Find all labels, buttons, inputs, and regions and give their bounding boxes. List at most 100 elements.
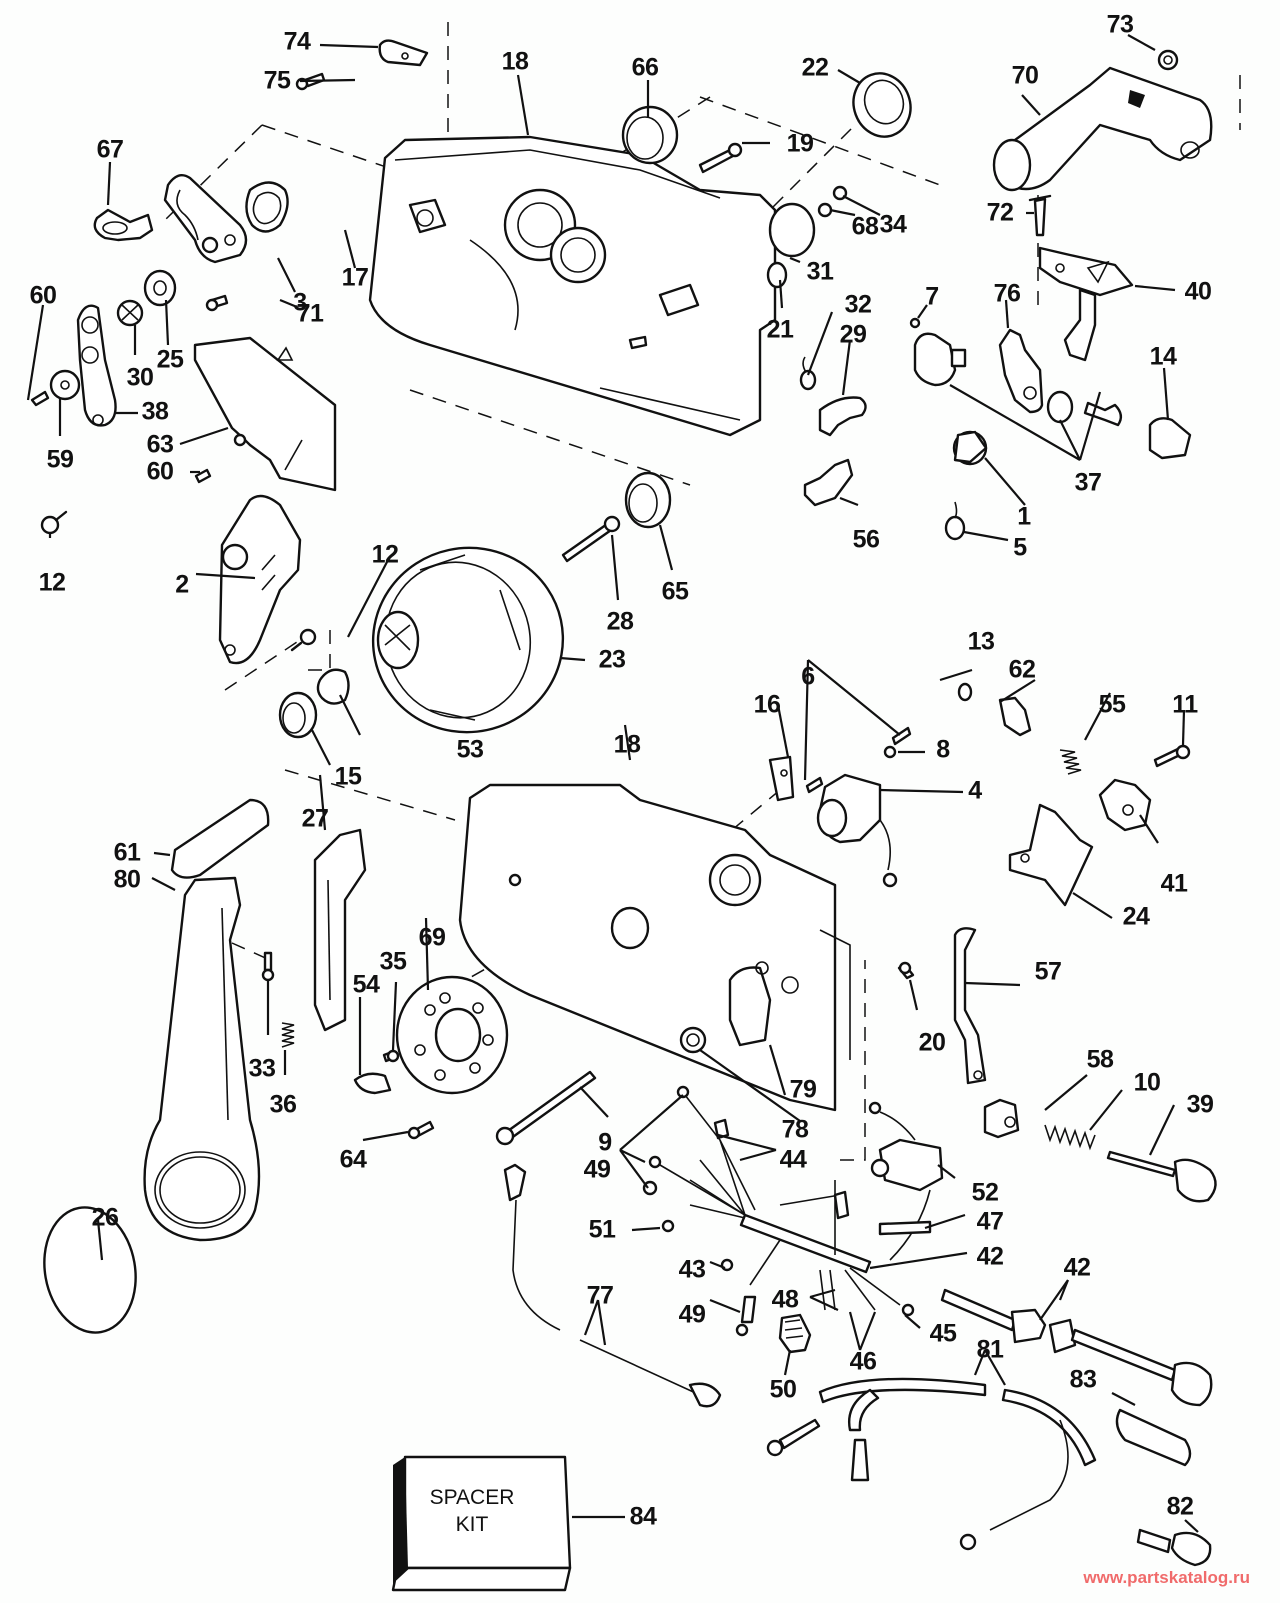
- callout-64: 64: [339, 1145, 367, 1174]
- part-40-lock-lever: [1038, 246, 1134, 362]
- callout-68: 68: [851, 212, 879, 241]
- part-55-spring: [1059, 749, 1082, 775]
- part-73-nut: [1157, 49, 1179, 71]
- part-64-screw: [407, 1120, 435, 1140]
- callout-83: 83: [1069, 1365, 1097, 1394]
- callout-12-mid: 12: [371, 540, 399, 569]
- callout-8: 8: [936, 735, 950, 764]
- part-52-switch: [868, 1101, 944, 1261]
- callout-17: 17: [341, 263, 369, 292]
- part-36-spring: [281, 1022, 295, 1048]
- callout-24: 24: [1122, 902, 1150, 931]
- part-70-arm: [992, 66, 1213, 192]
- part-62-slide: [998, 696, 1032, 737]
- callout-43: 43: [678, 1255, 706, 1284]
- part-26-cover-lens: [43, 1206, 137, 1334]
- part-77-lanyard: [503, 1163, 722, 1408]
- callout-50: 50: [769, 1375, 797, 1404]
- callout-19: 19: [786, 129, 814, 158]
- part-25-washer: [143, 269, 177, 307]
- part-28-shoulder-screw: [561, 515, 621, 563]
- callout-78: 78: [781, 1115, 809, 1144]
- callout-79: 79: [789, 1075, 817, 1104]
- part-19-screw: [698, 142, 743, 174]
- callout-56: 56: [852, 525, 880, 554]
- part-78-nut: [679, 1026, 707, 1054]
- callout-4: 4: [968, 776, 982, 805]
- part-60-screw-b: [194, 468, 212, 484]
- callout-18-top: 18: [501, 47, 529, 76]
- part-72-screw: [1028, 194, 1052, 237]
- part-39-plunger: [1106, 1150, 1217, 1203]
- callout-38: 38: [141, 397, 169, 426]
- callout-71: 71: [296, 299, 324, 328]
- part-69-detent-plate: [395, 975, 509, 1095]
- part-76-bracket: [998, 328, 1044, 414]
- callout-47: 47: [976, 1207, 1004, 1236]
- callout-67: 67: [96, 135, 124, 164]
- spacer-kit-line1: SPACER: [429, 1486, 515, 1510]
- callout-7: 7: [925, 282, 939, 311]
- callout-44: 44: [779, 1145, 807, 1174]
- callout-42-harness: 42: [976, 1242, 1004, 1271]
- callout-33: 33: [248, 1054, 276, 1083]
- part-83-sleeve: [1115, 1408, 1192, 1467]
- callout-60-top: 60: [29, 281, 57, 310]
- part-14-knob: [1148, 417, 1192, 460]
- part-22-seal: [852, 72, 912, 138]
- part-31-disc: [768, 202, 816, 258]
- part-41-switch: [1098, 778, 1152, 832]
- callout-25: 25: [156, 345, 184, 374]
- callout-57: 57: [1034, 957, 1062, 986]
- callout-27: 27: [301, 804, 329, 833]
- part-56-detent: [803, 458, 854, 507]
- callout-61: 61: [113, 838, 141, 867]
- part-68-nut: [817, 202, 833, 218]
- part-57-arm: [953, 927, 987, 1085]
- callout-49-bottom: 49: [678, 1300, 706, 1329]
- part-81-cable: [766, 1377, 1097, 1551]
- part-6-screw: [805, 726, 912, 794]
- part-53-wave-washer: [316, 668, 350, 705]
- callout-81: 81: [976, 1335, 1004, 1364]
- part-32-spring: [799, 356, 817, 391]
- part-18-inner-housing: [368, 135, 777, 437]
- part-42-harness-connector: [940, 1288, 1213, 1407]
- part-8-lockwasher: [883, 745, 897, 759]
- callout-11: 11: [1172, 690, 1198, 719]
- callout-52: 52: [971, 1178, 999, 1207]
- callout-63: 63: [146, 430, 174, 459]
- part-38-link-arm: [76, 304, 117, 427]
- callout-36: 36: [269, 1090, 297, 1119]
- spacer-kit-line2: KIT: [455, 1512, 489, 1536]
- part-15-bushing: [278, 691, 318, 739]
- callout-23: 23: [598, 645, 626, 674]
- callout-69: 69: [418, 923, 446, 952]
- callout-37: 37: [1074, 468, 1102, 497]
- part-18-outer-housing: [458, 783, 851, 1112]
- callout-13: 13: [967, 627, 995, 656]
- part-5-spring-clip: [944, 501, 966, 541]
- callout-14: 14: [1149, 342, 1177, 371]
- part-59-washer: [49, 369, 81, 401]
- callout-80: 80: [113, 865, 141, 894]
- part-12-pin-a: [40, 510, 68, 535]
- part-1-cap: [952, 430, 988, 466]
- callout-62: 62: [1008, 655, 1036, 684]
- callout-28: 28: [606, 607, 634, 636]
- part-21-grommet: [766, 261, 788, 289]
- callout-82: 82: [1166, 1492, 1194, 1521]
- callout-60-mid: 60: [146, 457, 174, 486]
- callout-6: 6: [801, 662, 815, 691]
- part-7-screw: [909, 317, 921, 329]
- part-9-screw: [495, 1070, 597, 1146]
- part-30-nut: [116, 299, 144, 327]
- callout-34: 34: [879, 210, 907, 239]
- callout-26: 26: [91, 1203, 119, 1232]
- part-16-retainer: [768, 755, 795, 802]
- callout-21: 21: [766, 315, 794, 344]
- callout-30: 30: [126, 363, 154, 392]
- callout-3: 3: [293, 288, 307, 317]
